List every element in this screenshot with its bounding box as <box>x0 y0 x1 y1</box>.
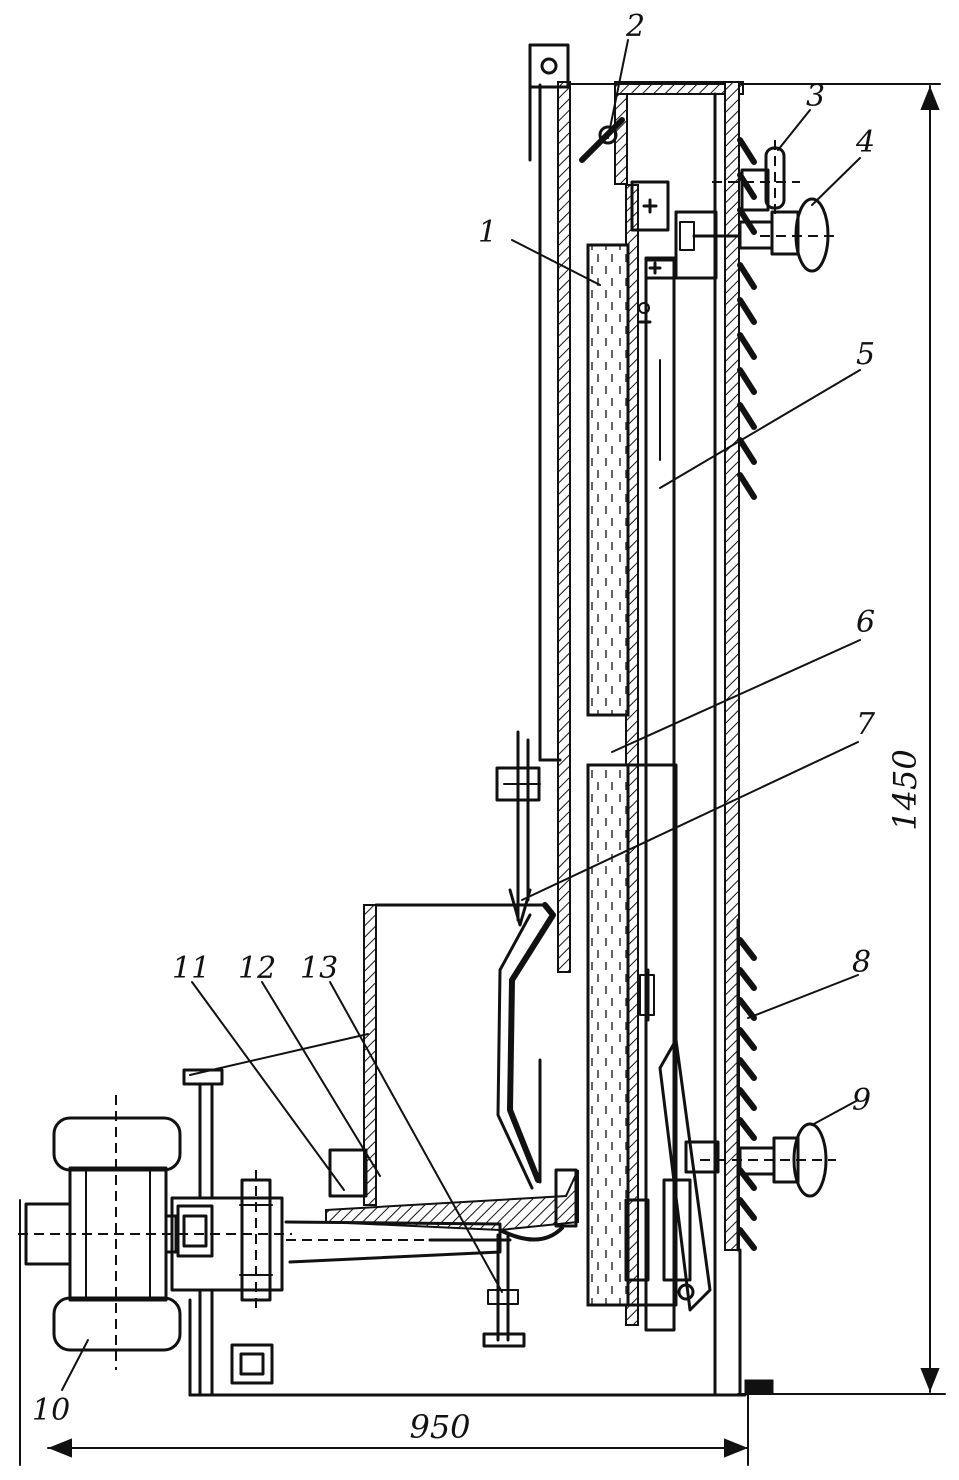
label-2: 2 <box>625 9 645 44</box>
motor <box>18 1095 292 1370</box>
label-4: 4 <box>855 125 875 160</box>
label-6: 6 <box>856 605 875 640</box>
label-11: 11 <box>172 951 210 986</box>
leader-lines <box>61 39 861 1391</box>
tie-rod <box>189 1033 369 1076</box>
top-lid <box>569 81 941 95</box>
dimension-width-label: 950 <box>409 1408 470 1446</box>
knob-9 <box>684 1122 836 1198</box>
dimension-height <box>737 85 946 1395</box>
terminal-block <box>630 180 742 324</box>
label-1: 1 <box>478 215 497 250</box>
label-7: 7 <box>856 707 876 742</box>
right-wall <box>724 81 740 1251</box>
knob-4 <box>738 197 836 273</box>
clamp-7 <box>495 730 541 927</box>
liquid-chamber-lower <box>586 763 630 1307</box>
lower-linkage <box>624 968 712 1312</box>
outer-frame <box>528 43 571 973</box>
dimension-width <box>19 1199 749 1466</box>
support-post <box>182 1068 224 1397</box>
base-frame <box>188 1248 774 1397</box>
dimension-height-label: 1450 <box>886 749 924 830</box>
fins-lower <box>736 918 757 1252</box>
label-10: 10 <box>32 1393 70 1428</box>
electrode-bar <box>644 258 676 1332</box>
bearing-block <box>170 1170 284 1310</box>
handle-3 <box>712 140 800 215</box>
lower-electrode-box <box>626 763 678 1307</box>
label-3: 3 <box>806 79 825 114</box>
label-13: 13 <box>300 951 338 986</box>
label-12: 12 <box>238 951 276 986</box>
hopper <box>328 902 556 1206</box>
drive-arm <box>284 1220 502 1264</box>
label-5: 5 <box>856 337 875 372</box>
label-8: 8 <box>852 945 871 980</box>
inner-wall-top <box>614 93 628 185</box>
label-9: 9 <box>852 1083 871 1118</box>
liquid-chamber-upper <box>586 243 630 717</box>
valve-2 <box>579 117 625 163</box>
